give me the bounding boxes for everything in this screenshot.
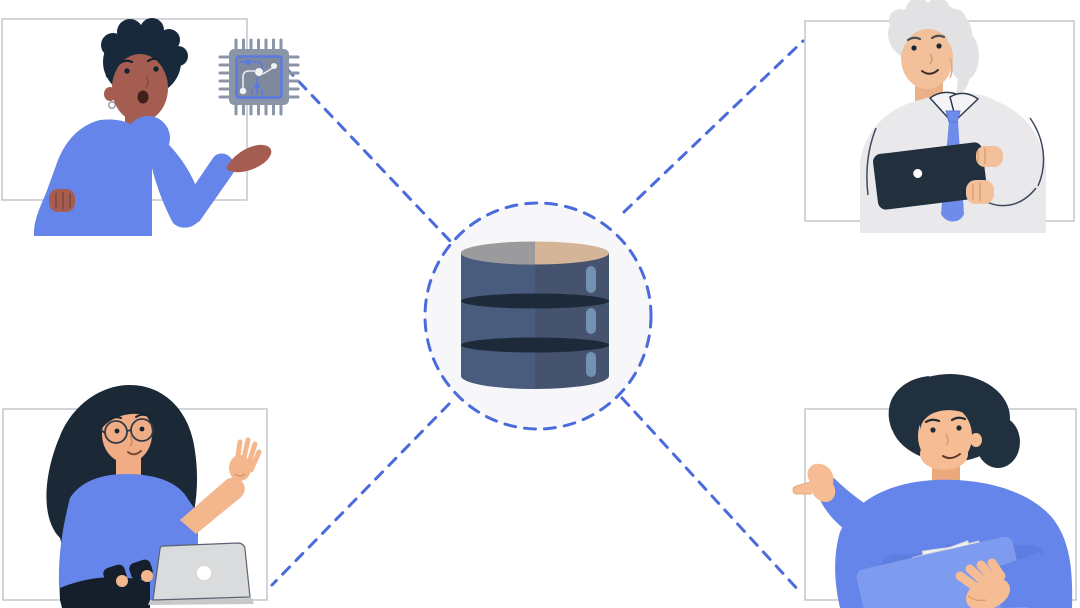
database-icon	[461, 241, 609, 389]
eyebrows	[108, 413, 149, 420]
mouth-open	[137, 90, 149, 104]
hair-side	[948, 30, 971, 96]
smile	[127, 450, 142, 456]
smile	[921, 69, 939, 75]
shirt-creases	[866, 117, 1045, 207]
face	[901, 27, 953, 89]
database-hub	[423, 201, 653, 431]
eyes	[124, 66, 159, 74]
chip-pins	[218, 38, 300, 116]
hair-fringe	[102, 391, 155, 428]
panel-bottom-left	[2, 385, 268, 608]
database-highlight	[586, 352, 596, 377]
panel-bottom-right: </>	[792, 374, 1077, 608]
connector-bottom-right	[620, 396, 803, 595]
open-hand	[226, 144, 272, 173]
jaw-line	[949, 57, 953, 79]
laptop	[148, 542, 254, 605]
panel-top-right	[804, 0, 1075, 233]
connector-bottom-left	[270, 402, 451, 587]
left-sleeve	[816, 476, 900, 552]
chip-inner	[235, 55, 283, 99]
panel-top-left	[1, 18, 300, 236]
forearm	[179, 153, 235, 222]
database-separator	[461, 293, 609, 309]
right-sleeve	[995, 552, 1053, 608]
hand-crease	[967, 595, 987, 602]
database-separator	[461, 337, 609, 353]
nose	[129, 435, 133, 447]
smile	[942, 453, 961, 460]
hair-fringe	[902, 15, 959, 54]
database-highlight	[586, 266, 596, 293]
nose	[929, 53, 933, 65]
connector-top-right	[622, 39, 805, 214]
eyebrows	[924, 416, 967, 424]
raised-forearm	[180, 477, 245, 534]
connector-top-left	[284, 66, 454, 245]
glasses	[100, 418, 154, 444]
eyes	[930, 425, 962, 433]
left-hand	[976, 146, 1003, 167]
face	[112, 54, 168, 122]
jaw	[920, 438, 968, 470]
laptop-logo	[197, 566, 211, 580]
person-bottom-right: </>	[792, 374, 1073, 608]
eyebrows	[118, 57, 162, 65]
database-top-disk-left	[461, 241, 535, 265]
earring	[108, 101, 117, 110]
right-hand	[966, 180, 994, 204]
right-hand	[955, 558, 1011, 608]
skirt	[60, 600, 150, 608]
database-body-left	[461, 253, 535, 389]
eyebrows	[906, 34, 946, 42]
tablet	[873, 142, 988, 210]
tablet-camera	[913, 168, 923, 178]
connector-lines	[270, 39, 805, 595]
chip-circuit	[239, 59, 277, 95]
nose	[145, 75, 149, 88]
nose	[945, 433, 949, 446]
left-hand	[792, 463, 836, 502]
raised-hand	[229, 437, 262, 481]
person-bottom-left	[46, 385, 262, 608]
hair-fringe	[920, 394, 979, 430]
ear	[970, 433, 982, 447]
gripping-hand	[49, 189, 75, 212]
eyes	[114, 426, 145, 434]
cpu-chip-icon	[218, 38, 300, 116]
person-top-right	[860, 0, 1046, 233]
eyes	[911, 43, 942, 51]
palm-crease	[234, 473, 246, 477]
hair-fringe	[105, 38, 179, 78]
database-highlight	[586, 308, 596, 334]
hands-on-keyboard	[103, 559, 153, 587]
person-top-left	[34, 18, 272, 236]
